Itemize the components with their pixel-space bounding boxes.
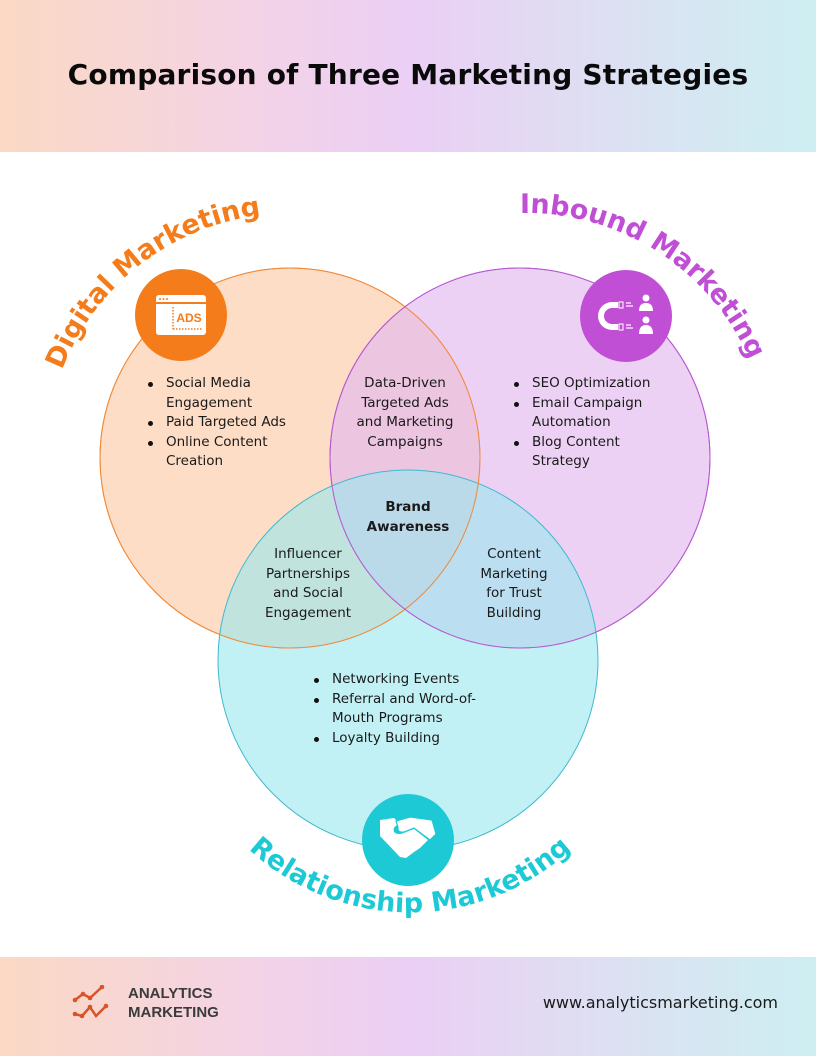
list-item: SEO Optimization [510, 374, 675, 394]
list-item: Networking Events [310, 670, 500, 690]
list-item: Paid Targeted Ads [144, 413, 304, 433]
magnet-people-icon [580, 270, 672, 362]
overlap-digital-inbound: Data-Driven Targeted Ads and Marketing C… [356, 375, 454, 450]
brand-logo: ANALYTICS MARKETING [72, 984, 219, 1022]
list-item: Blog Content Strategy [510, 433, 675, 472]
inbound-circle-outline [329, 267, 711, 649]
list-item: Referral and Word-of-Mouth Programs [310, 690, 500, 729]
handshake-icon [362, 794, 454, 886]
website-link[interactable]: www.analyticsmarketing.com [542, 993, 778, 1012]
footer-band [0, 957, 816, 1056]
list-item: Online Content Creation [144, 433, 304, 472]
svg-text:ADS: ADS [176, 311, 201, 325]
header-band: Comparison of Three Marketing Strategies [0, 0, 816, 152]
list-item: Loyalty Building [310, 729, 500, 749]
list-item: Email Campaign Automation [510, 394, 675, 433]
inbound-items-list: SEO Optimization Email Campaign Automati… [510, 374, 675, 472]
digital-circle-outline [99, 267, 481, 649]
ads-browser-icon: ADS [135, 269, 227, 361]
page-title: Comparison of Three Marketing Strategies [67, 58, 749, 91]
overlap-all-three: Brand Awareness [366, 499, 450, 535]
overlap-digital-relationship: Influencer Partnerships and Social Engag… [264, 546, 352, 621]
relationship-items-list: Networking Events Referral and Word-of-M… [310, 670, 500, 748]
digital-items-list: Social Media Engagement Paid Targeted Ad… [144, 374, 304, 472]
trend-lines-icon [72, 985, 109, 1019]
list-item: Social Media Engagement [144, 374, 304, 413]
overlap-inbound-relationship: Content Marketing for Trust Building [480, 546, 548, 621]
brand-name: ANALYTICS MARKETING [128, 985, 219, 1021]
